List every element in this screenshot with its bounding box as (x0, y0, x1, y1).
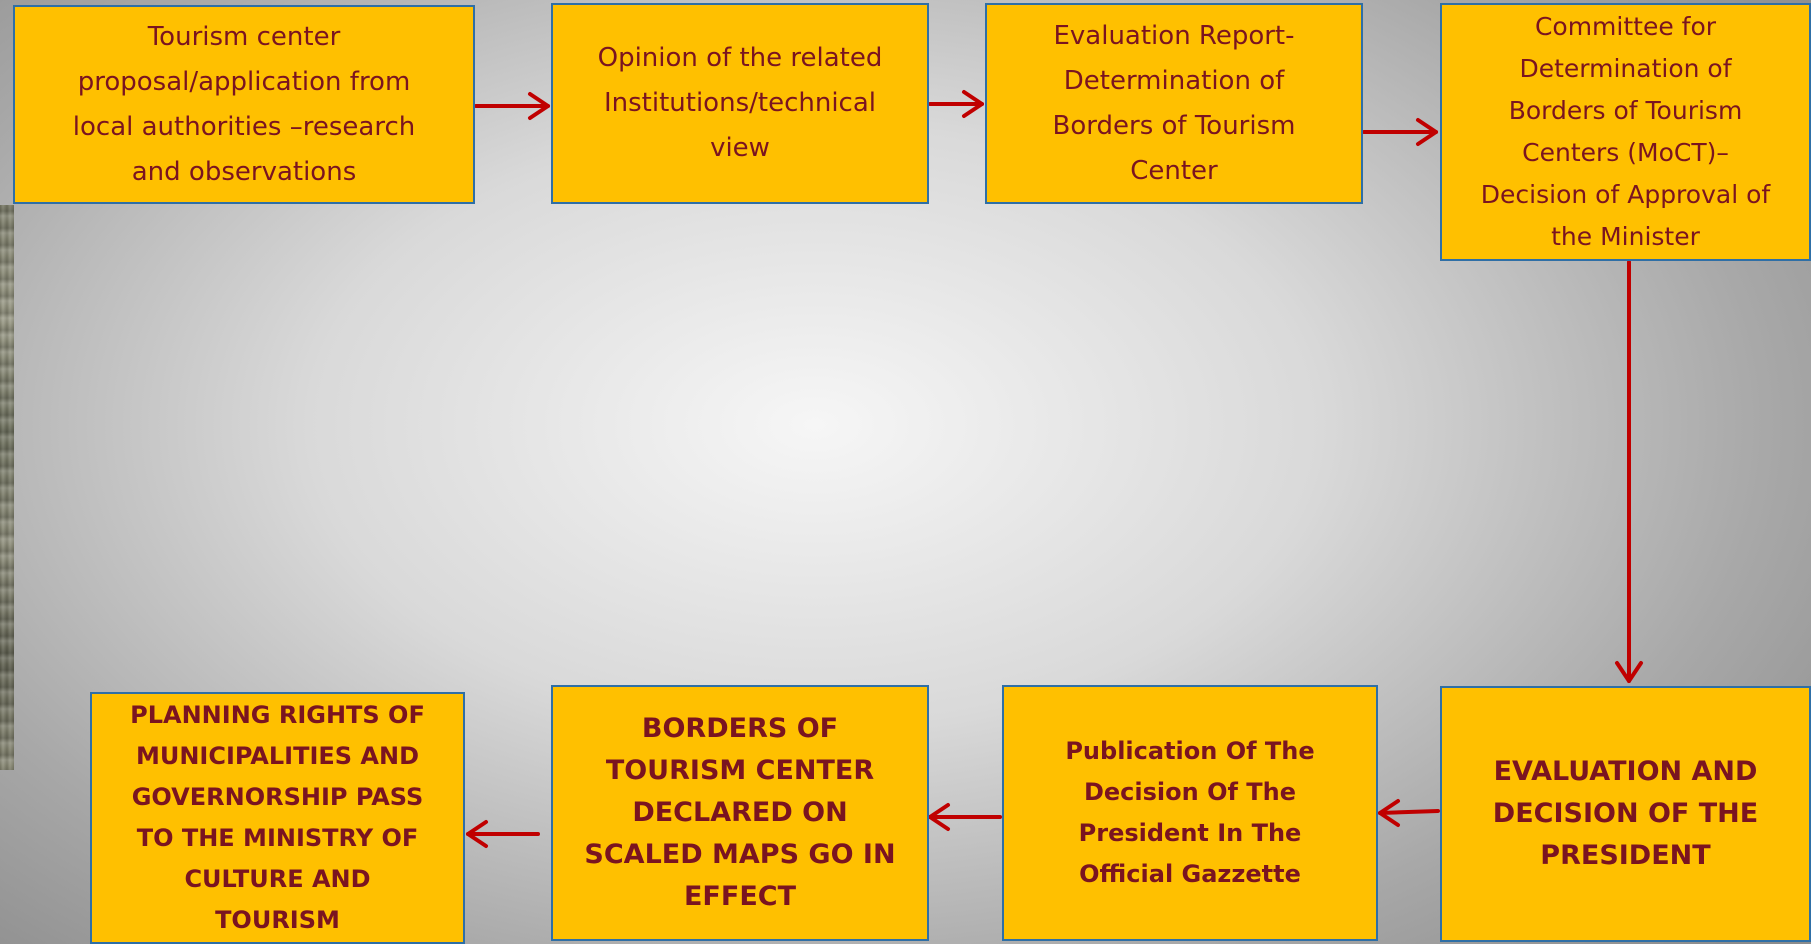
arrowhead-step6-to-step7 (928, 803, 950, 831)
step-box-borders-declared: BORDERS OF TOURISM CENTER DECLARED ON SC… (551, 685, 929, 941)
step-box-committee: Committee for Determination of Borders o… (1440, 3, 1811, 261)
step-text-president-decision: EVALUATION AND DECISION OF THE PRESIDENT (1492, 756, 1759, 871)
arrowhead-step5-to-step6 (1378, 799, 1400, 827)
step-box-planning-rights: PLANNING RIGHTS OF MUNICIPALITIES AND GO… (90, 692, 465, 944)
step-text-borders-declared: BORDERS OF TOURISM CENTER DECLARED ON SC… (584, 713, 896, 912)
step-text-planning-rights: PLANNING RIGHTS OF MUNICIPALITIES AND GO… (130, 701, 425, 934)
step-text-institution-opinion: Opinion of the related Institutions/tech… (597, 43, 883, 163)
arrowhead-step1-to-step2 (528, 92, 550, 120)
step-text-publication: Publication Of The Decision Of The Presi… (1065, 737, 1315, 888)
arrowhead-step4-to-step5 (1615, 661, 1643, 683)
step-box-evaluation-report: Evaluation Report- Determination of Bord… (985, 3, 1363, 204)
arrowhead-step2-to-step3 (962, 90, 984, 118)
step-box-proposal: Tourism center proposal/application from… (13, 5, 475, 204)
background-photo-strip (0, 205, 14, 770)
step-box-publication: Publication Of The Decision Of The Presi… (1002, 685, 1378, 941)
step-text-proposal: Tourism center proposal/application from… (72, 21, 416, 187)
arrow-step5-to-step6 (1378, 809, 1440, 815)
step-text-committee: Committee for Determination of Borders o… (1480, 12, 1771, 251)
arrowhead-step7-to-step8 (466, 820, 488, 848)
step-box-institution-opinion: Opinion of the related Institutions/tech… (551, 3, 929, 204)
step-text-evaluation-report: Evaluation Report- Determination of Bord… (1052, 20, 1296, 186)
step-box-president-decision: EVALUATION AND DECISION OF THE PRESIDENT (1440, 686, 1811, 942)
arrowhead-step3-to-step4 (1416, 118, 1438, 146)
